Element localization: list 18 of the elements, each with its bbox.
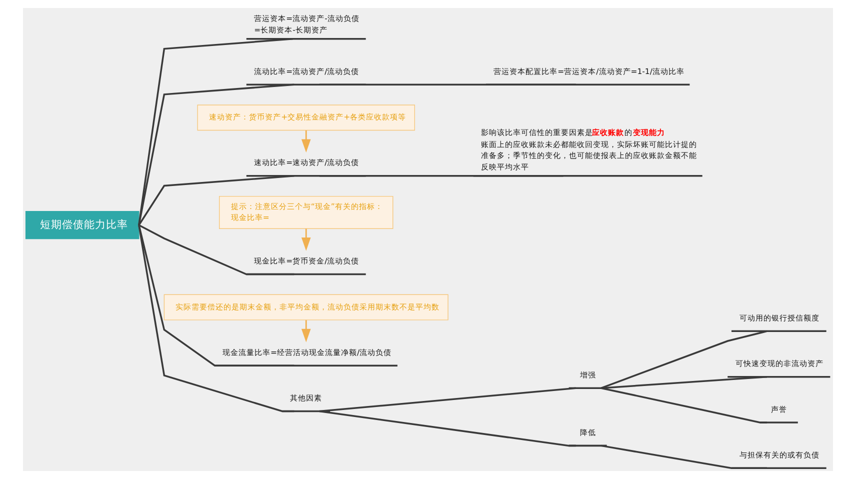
connector (138, 84, 294, 226)
connector (138, 224, 294, 276)
connector (600, 330, 767, 389)
connector (318, 387, 576, 412)
arrow (300, 228, 310, 251)
connector (600, 444, 766, 470)
arrow (300, 130, 310, 153)
connector (600, 387, 766, 424)
connector (138, 38, 292, 226)
arrow (300, 320, 310, 342)
connector (318, 84, 576, 86)
connector (138, 175, 294, 226)
connector (318, 175, 563, 177)
connector (318, 410, 576, 447)
connector (600, 376, 767, 389)
connector (138, 224, 294, 412)
connector (138, 224, 294, 366)
node-box: 短期偿债能力比率 (24, 211, 139, 240)
